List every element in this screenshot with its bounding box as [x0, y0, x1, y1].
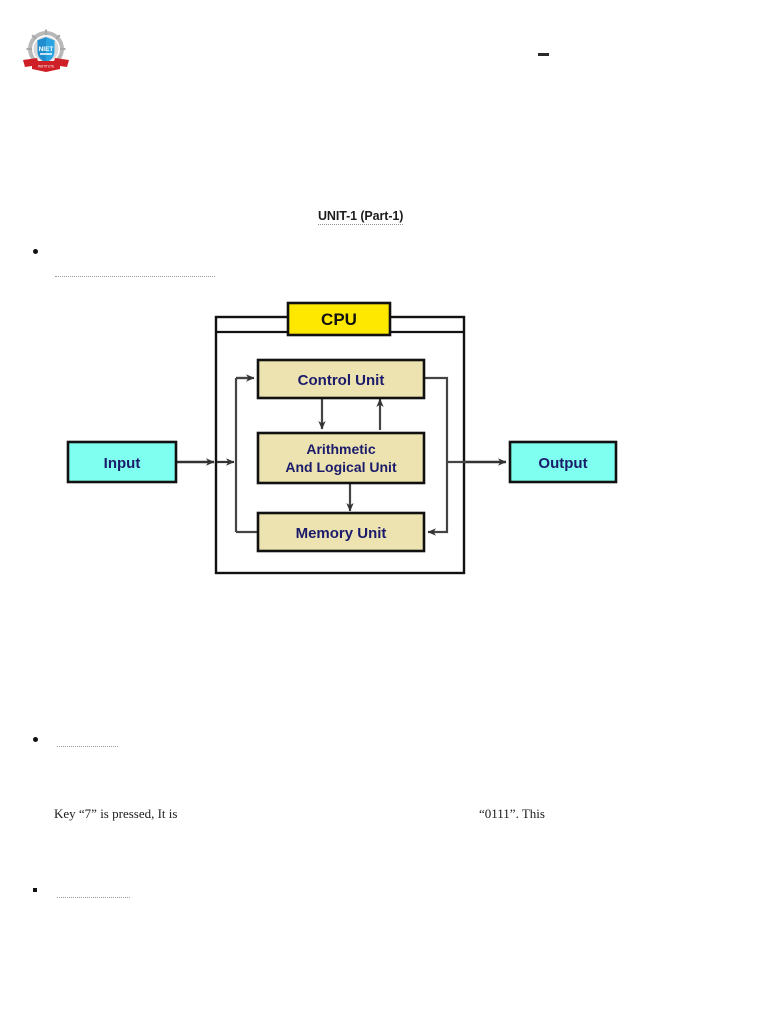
node-memory-unit-label: Memory Unit [296, 525, 387, 542]
body-text-binary-value: “0111”. This [479, 806, 545, 821]
header-dash-mark [538, 53, 549, 56]
svg-text:NIET: NIET [39, 46, 54, 53]
redacted-rule-2 [57, 746, 118, 747]
svg-text:INSTITUTE: INSTITUTE [38, 65, 54, 69]
redacted-rule-1 [55, 276, 215, 277]
node-input-label: Input [104, 455, 141, 472]
list-bullet-2 [33, 737, 38, 742]
node-output[interactable]: Output [508, 440, 618, 484]
node-memory-unit[interactable]: Memory Unit [256, 511, 426, 553]
node-cpu-label: CPU [321, 310, 357, 329]
node-alu-label-line2: And Logical Unit [285, 459, 397, 475]
node-alu-label-line1: Arithmetic [306, 441, 375, 457]
page-title: UNIT-1 (Part-1) [318, 209, 404, 225]
node-output-label: Output [538, 455, 587, 472]
list-bullet-3 [33, 888, 37, 892]
list-bullet-1 [33, 249, 38, 254]
node-cpu[interactable]: CPU [286, 301, 392, 337]
node-input[interactable]: Input [66, 440, 178, 484]
institution-logo: NIET INSTITUTE [18, 28, 74, 74]
node-control-unit-label: Control Unit [298, 372, 385, 389]
computer-block-diagram: CPU Control Unit Arithmetic And Logical … [0, 290, 768, 590]
edge-control-unit-to-memory-unit [424, 376, 449, 536]
node-control-unit[interactable]: Control Unit [256, 358, 426, 400]
diagram-canvas: CPU Control Unit Arithmetic And Logical … [66, 301, 618, 575]
body-text-key-pressed: Key “7” is pressed, It is [54, 806, 178, 821]
institution-emblem-icon: NIET INSTITUTE [23, 29, 69, 72]
redacted-rule-3 [57, 897, 130, 898]
node-alu[interactable]: Arithmetic And Logical Unit [256, 431, 426, 485]
